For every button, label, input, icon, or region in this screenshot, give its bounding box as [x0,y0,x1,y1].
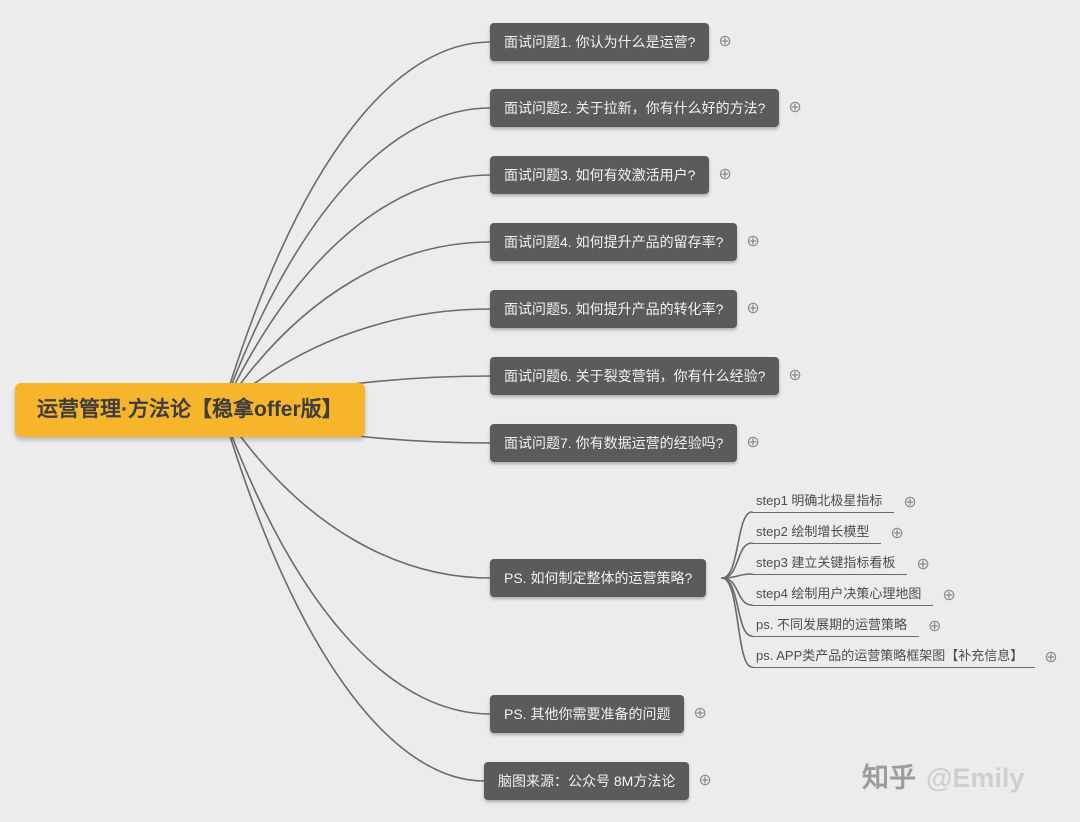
node-label[interactable]: 面试问题1. 你认为什么是运营? [490,23,710,61]
sub-node-label[interactable]: step1 明确北极星指标 [752,492,895,513]
expand-icon[interactable]: ⊕ [746,300,760,317]
node-label[interactable]: 面试问题6. 关于裂变营销，你有什么经验? [490,357,780,395]
expand-icon[interactable]: ⊕ [693,705,707,722]
sub-node-step2: step2 绘制增长模型 ⊕ [752,523,904,544]
root-node[interactable]: 运营管理·方法论【稳拿offer版】 [15,383,365,437]
expand-icon[interactable]: ⊕ [746,233,760,250]
sub-node-label[interactable]: ps. 不同发展期的运营策略 [752,616,919,637]
connector-line [221,409,491,715]
node-label[interactable]: PS. 其他你需要准备的问题 [490,695,685,733]
sub-node-ps-app: ps. APP类产品的运营策略框架图【补充信息】 ⊕ [752,647,1058,668]
expand-icon[interactable]: ⊕ [718,33,732,50]
expand-icon[interactable]: ⊕ [788,99,802,116]
mindmap-node-question-2: 面试问题2. 关于拉新，你有什么好的方法? ⊕ [490,89,802,127]
mindmap-node-ps-other: PS. 其他你需要准备的问题 ⊕ [490,695,707,733]
node-label[interactable]: 面试问题2. 关于拉新，你有什么好的方法? [490,89,780,127]
mindmap-node-question-1: 面试问题1. 你认为什么是运营? ⊕ [490,23,732,61]
mindmap-node-question-6: 面试问题6. 关于裂变营销，你有什么经验? ⊕ [490,357,802,395]
watermark-author: @Emily [926,763,1025,793]
expand-icon[interactable]: ⊕ [927,617,942,635]
expand-icon[interactable]: ⊕ [942,586,956,604]
node-label[interactable]: 脑图来源：公众号 8M方法论 [484,762,690,800]
watermark: 知乎 @Emily [862,756,1024,795]
connector-line [221,241,491,411]
connector-line [721,542,753,579]
sub-node-step1: step1 明确北极星指标 ⊕ [752,492,917,513]
expand-icon[interactable]: ⊕ [788,367,802,384]
connector-line [221,409,485,782]
mindmap-node-ps-strategy: PS. 如何制定整体的运营策略? [490,559,707,597]
expand-icon[interactable]: ⊕ [718,166,732,183]
sub-node-step4: step4 绘制用户决策心理地图 ⊕ [752,585,956,606]
mindmap-node-question-3: 面试问题3. 如何有效激活用户? ⊕ [490,156,732,194]
connector-line [721,511,753,579]
node-label[interactable]: PS. 如何制定整体的运营策略? [490,559,707,597]
sub-node-label[interactable]: step2 绘制增长模型 [752,523,882,544]
node-label[interactable]: 面试问题5. 如何提升产品的转化率? [490,290,738,328]
sub-node-ps-period: ps. 不同发展期的运营策略 ⊕ [752,616,941,637]
expand-icon[interactable]: ⊕ [698,772,712,789]
mindmap-node-question-4: 面试问题4. 如何提升产品的留存率? ⊕ [490,223,760,261]
connector-line [721,577,753,668]
connector-line [221,409,491,579]
expand-icon[interactable]: ⊕ [916,555,930,573]
expand-icon[interactable]: ⊕ [746,434,760,451]
connector-line [221,174,491,411]
sub-node-label[interactable]: step4 绘制用户决策心理地图 [752,585,934,606]
connector-line [721,577,753,637]
connector-line [221,107,491,411]
expand-icon[interactable]: ⊕ [903,493,917,511]
sub-node-label[interactable]: ps. APP类产品的运营策略框架图【补充信息】 [752,647,1036,668]
node-label[interactable]: 面试问题4. 如何提升产品的留存率? [490,223,738,261]
sub-node-step3: step3 建立关键指标看板 ⊕ [752,554,930,575]
node-label[interactable]: 面试问题7. 你有数据运营的经验吗? [490,424,738,462]
mindmap-node-question-5: 面试问题5. 如何提升产品的转化率? ⊕ [490,290,760,328]
connector-line [221,41,491,411]
node-label[interactable]: 面试问题3. 如何有效激活用户? [490,156,710,194]
mindmap-node-question-7: 面试问题7. 你有数据运营的经验吗? ⊕ [490,424,760,462]
zhihu-logo-text: 知乎 [862,763,916,793]
sub-node-label[interactable]: step3 建立关键指标看板 [752,554,908,575]
expand-icon[interactable]: ⊕ [890,524,904,542]
expand-icon[interactable]: ⊕ [1044,648,1058,666]
mindmap-node-source: 脑图来源：公众号 8M方法论 ⊕ [484,762,712,800]
